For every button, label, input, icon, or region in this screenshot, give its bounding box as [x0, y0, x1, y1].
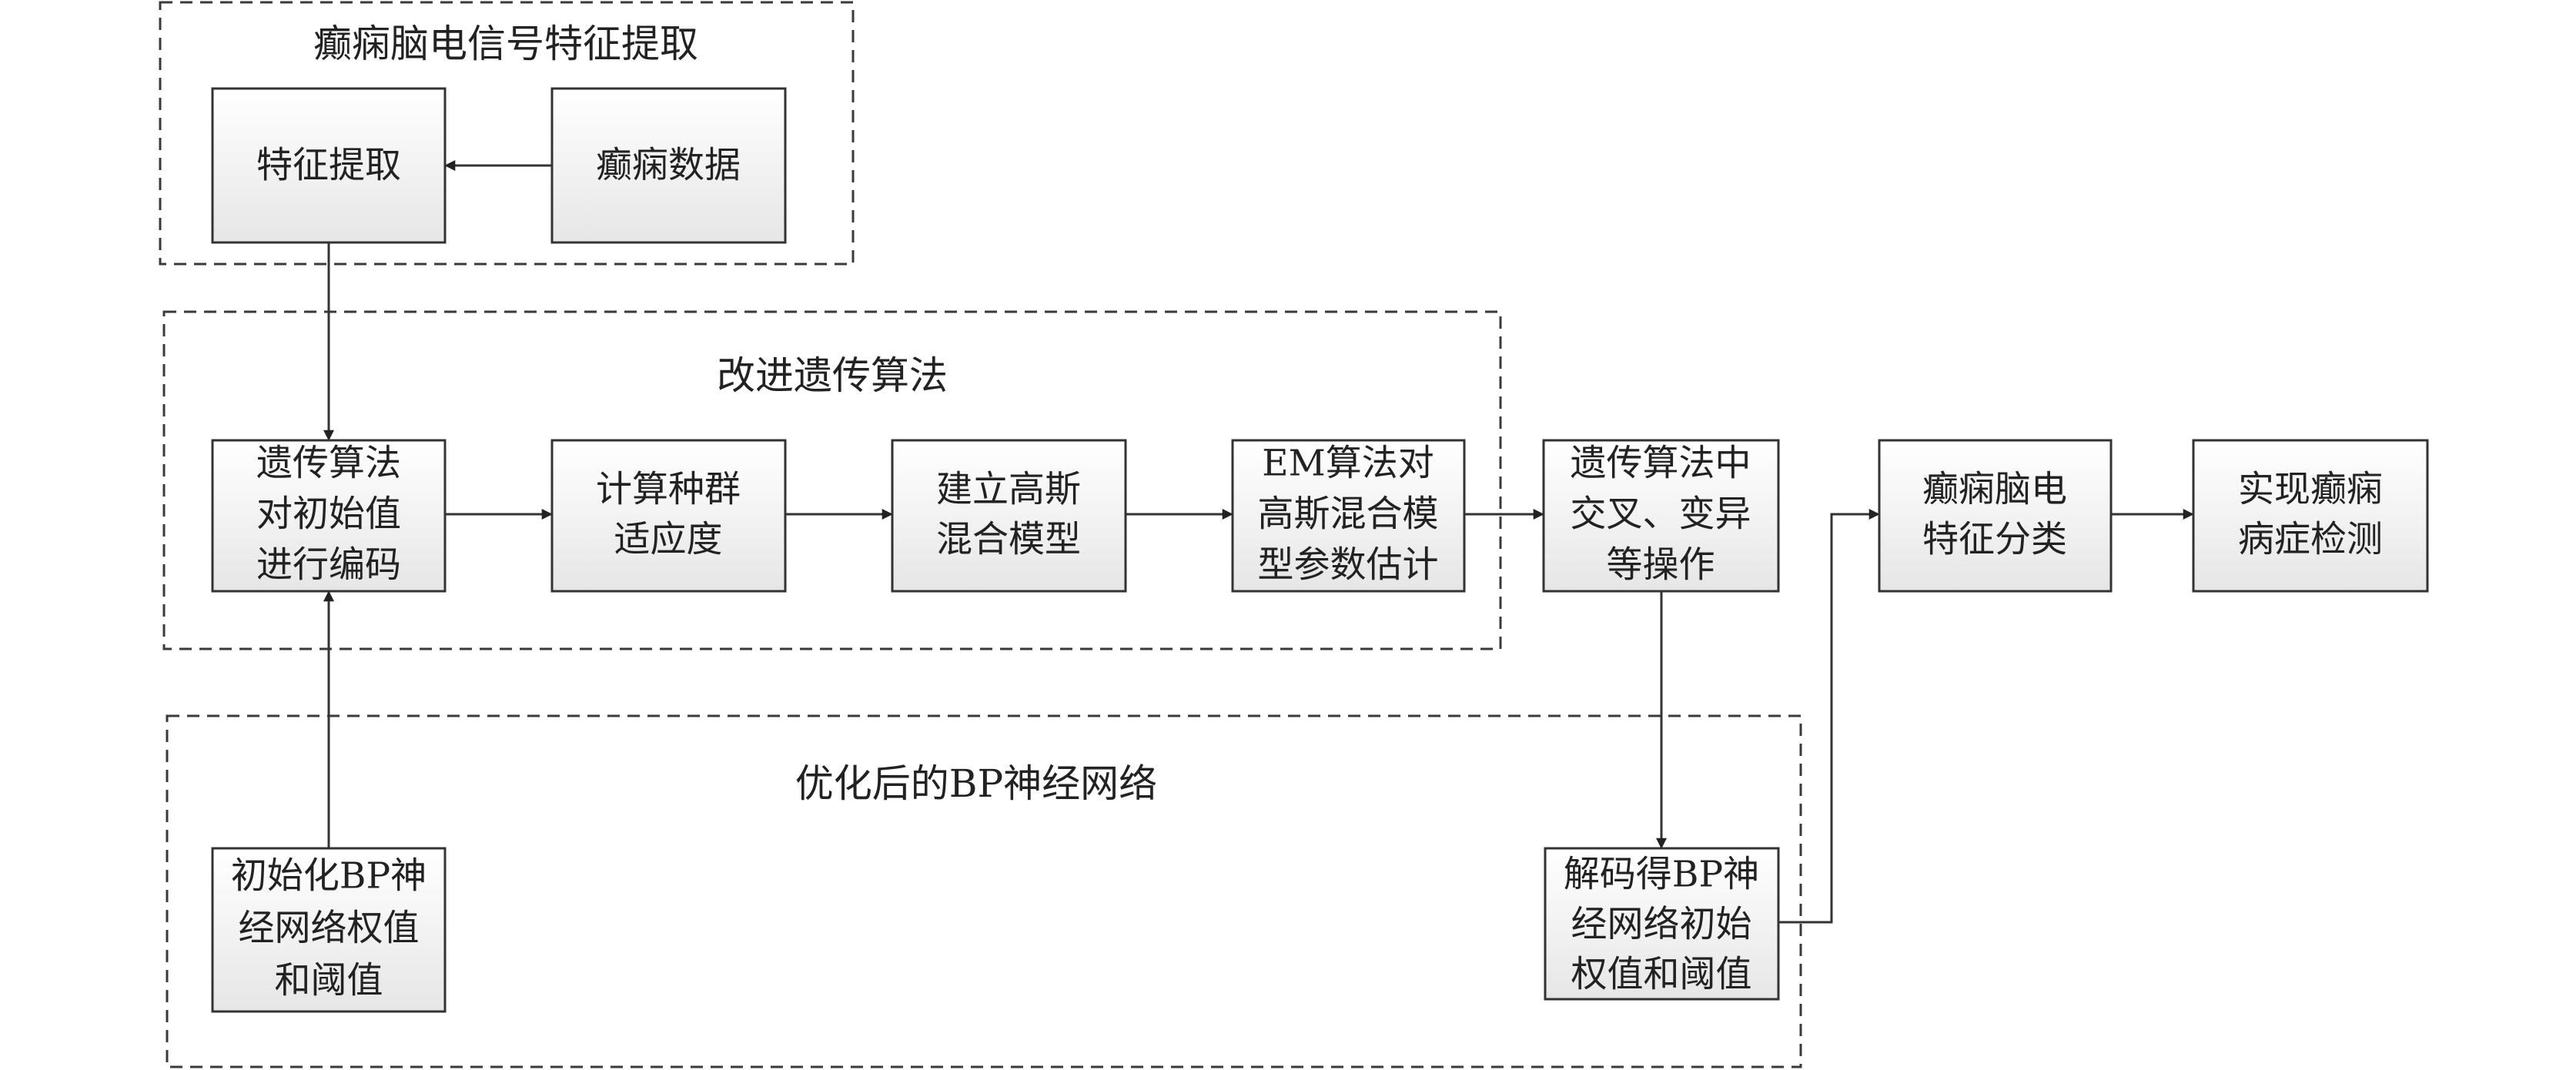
node-gmm-line-2: 混合模型 — [936, 519, 1081, 561]
node-gmm-line-1: 建立高斯 — [936, 469, 1081, 511]
node-epilepsy-data-label: 癫痫数据 — [596, 145, 741, 187]
group-optimized-bp: 优化后的BP神经网络 — [166, 714, 1802, 1068]
node-decode: 解码得BP神 经网络初始 权值和阈值 — [1544, 847, 1780, 1001]
node-detect-box — [2192, 439, 2429, 593]
node-feature-extract-box — [211, 87, 447, 244]
node-classify-line-1: 癫痫脑电 — [1922, 469, 2067, 511]
group-improved-ga: 改进遗传算法 — [162, 310, 1502, 650]
group-feature-extraction-title: 癫痫脑电信号特征提取 — [313, 22, 698, 66]
node-init-bp-line-1: 初始化BP神 — [231, 855, 427, 898]
node-init-bp: 初始化BP神 经网络权值 和阈值 — [211, 847, 447, 1013]
node-ga-encode: 遗传算法 对初始值 进行编码 — [211, 439, 447, 593]
node-classify-line-2: 特征分类 — [1922, 519, 2067, 561]
node-fitness: 计算种群 适应度 — [550, 439, 787, 593]
node-crossover: 遗传算法中 交叉、变异 等操作 — [1542, 439, 1780, 593]
node-init-bp-line-3: 和阈值 — [275, 960, 383, 1002]
node-init-bp-line-2: 经网络权值 — [239, 908, 420, 950]
group-optimized-bp-frame — [166, 714, 1802, 1068]
node-init-bp-box — [211, 847, 447, 1013]
node-ga-encode-line-3: 进行编码 — [256, 544, 401, 587]
node-classify-box — [1878, 439, 2113, 593]
group-feature-extraction: 癫痫脑电信号特征提取 — [159, 1, 855, 266]
node-em: EM算法对 高斯混合模 型参数估计 — [1231, 439, 1466, 593]
node-em-box — [1231, 439, 1466, 593]
node-ga-encode-line-1: 遗传算法 — [256, 443, 401, 485]
node-epilepsy-data-box — [550, 87, 787, 244]
node-crossover-line-2: 交叉、变异 — [1571, 493, 1751, 536]
node-decode-box — [1544, 847, 1780, 1001]
node-fitness-line-1: 计算种群 — [596, 469, 741, 511]
node-crossover-line-3: 等操作 — [1607, 544, 1715, 587]
node-detect: 实现癫痫 病症检测 — [2192, 439, 2429, 593]
node-gmm: 建立高斯 混合模型 — [891, 439, 1127, 593]
node-decode-line-2: 经网络初始 — [1571, 904, 1752, 946]
node-detect-line-2: 病症检测 — [2238, 519, 2383, 561]
node-feature-extract: 特征提取 — [211, 87, 447, 244]
node-crossover-box — [1542, 439, 1780, 593]
node-em-line-1: EM算法对 — [1262, 443, 1434, 485]
node-epilepsy-data: 癫痫数据 — [550, 87, 787, 244]
node-decode-line-1: 解码得BP神 — [1564, 854, 1759, 896]
node-fitness-box — [550, 439, 787, 593]
node-ga-encode-line-2: 对初始值 — [256, 493, 401, 536]
node-em-line-2: 高斯混合模 — [1258, 493, 1439, 536]
arrow-decode-to-classify — [1778, 509, 1880, 924]
node-ga-encode-box — [211, 439, 447, 593]
group-optimized-bp-title: 优化后的BP神经网络 — [795, 761, 1157, 806]
node-crossover-line-1: 遗传算法中 — [1571, 443, 1751, 485]
node-decode-line-3: 权值和阈值 — [1571, 954, 1752, 996]
group-feature-extraction-frame — [159, 1, 855, 266]
group-improved-ga-frame — [162, 310, 1502, 650]
group-improved-ga-title: 改进遗传算法 — [717, 353, 948, 398]
node-em-line-3: 型参数估计 — [1258, 544, 1439, 587]
connectors — [323, 160, 2194, 924]
node-classify: 癫痫脑电 特征分类 — [1878, 439, 2113, 593]
node-detect-line-1: 实现癫痫 — [2238, 469, 2383, 511]
node-fitness-line-2: 适应度 — [614, 519, 723, 561]
node-gmm-box — [891, 439, 1127, 593]
node-feature-extract-label: 特征提取 — [256, 145, 401, 187]
